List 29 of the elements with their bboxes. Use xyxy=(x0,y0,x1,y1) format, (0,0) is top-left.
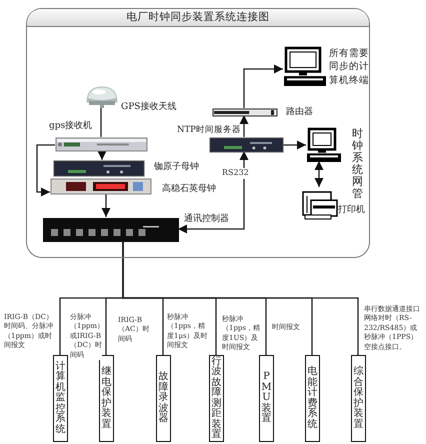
device-label: 铷原子母钟 xyxy=(154,162,199,173)
connector xyxy=(36,144,55,197)
connector xyxy=(239,115,249,137)
connector xyxy=(178,151,249,234)
connector xyxy=(97,150,107,160)
device-box: 继电保护装置 xyxy=(99,355,114,442)
device-label: NTP时间服务器 xyxy=(177,125,241,136)
device-label: 打印机 xyxy=(338,205,365,216)
device-box: 故障录波器 xyxy=(156,355,171,442)
connector xyxy=(101,193,111,217)
device-label: 路由器 xyxy=(286,107,313,118)
device-label: 通讯控制器 xyxy=(184,214,229,225)
device-box: 行波故障测距装置 xyxy=(209,355,224,442)
device-label: GPS接收天线 xyxy=(121,102,176,113)
device-label: 时钟系统网管 xyxy=(352,128,364,201)
device-box: 电能计费系统 xyxy=(305,355,320,442)
device-box: 计算机监控系统 xyxy=(53,355,68,442)
connector xyxy=(282,140,306,150)
connector xyxy=(314,161,324,187)
connector xyxy=(243,64,283,108)
device-label: 所有需要同步的计算机终端 xyxy=(329,47,369,87)
device-label: gps接收机 xyxy=(49,121,92,132)
title-bar: 电厂时钟同步装置系统连接图 xyxy=(27,9,369,27)
device-label: 高稳石英母钟 xyxy=(162,184,216,195)
device-box: 综合保护装置 xyxy=(351,355,366,442)
frame-panel xyxy=(26,8,370,258)
device-box: PMU装置 xyxy=(259,355,274,442)
connector xyxy=(122,241,359,355)
connector xyxy=(100,107,102,137)
